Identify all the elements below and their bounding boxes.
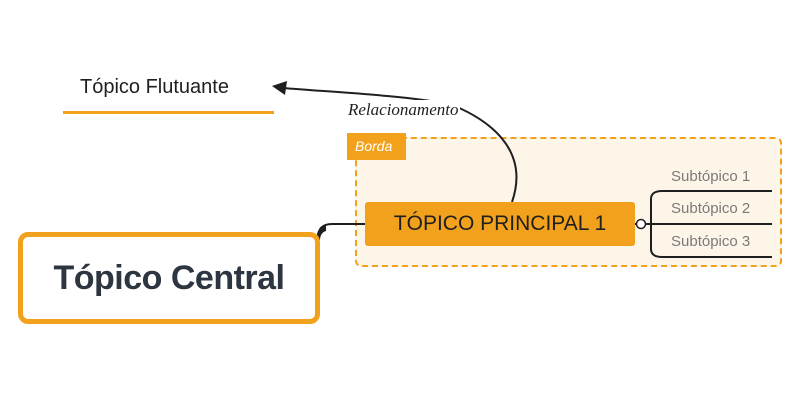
subtopic-branch-mid [650, 199, 772, 249]
relationship-label[interactable]: Relacionamento [346, 100, 461, 120]
collapse-toggle [635, 218, 647, 230]
boundary-label[interactable]: Borda [347, 133, 406, 160]
subtopic-2[interactable]: Subtópico 2 [671, 200, 751, 217]
subtopic-1[interactable]: Subtópico 1 [671, 168, 751, 185]
subtopic-branch [650, 190, 772, 200]
floating-topic[interactable]: Tópico Flutuante [80, 76, 229, 98]
floating-topic-underline [63, 111, 274, 114]
central-topic[interactable]: Tópico Central [18, 232, 320, 324]
subtopic-branch-bottom [650, 248, 772, 258]
relationship-arrowhead [272, 81, 287, 95]
subtopic-3[interactable]: Subtópico 3 [671, 233, 751, 250]
main-topic[interactable]: TÓPICO PRINCIPAL 1 [365, 202, 635, 246]
